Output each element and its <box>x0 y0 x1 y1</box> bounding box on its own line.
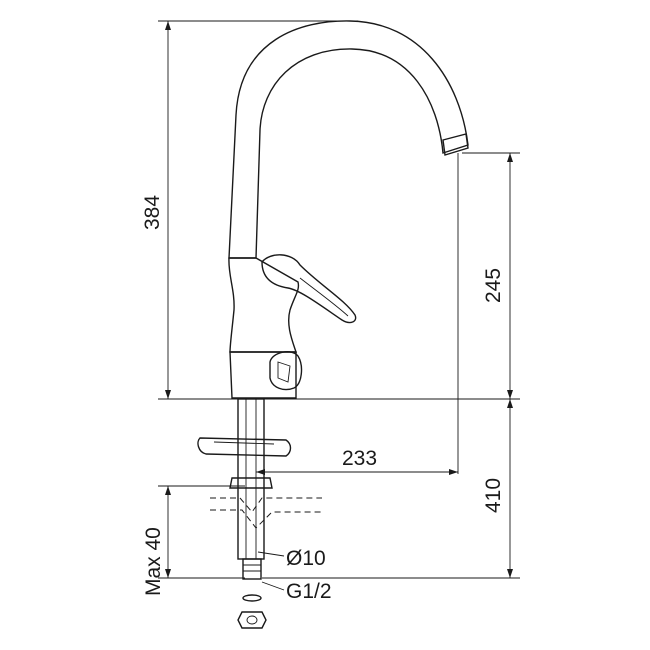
spout-outlet <box>442 133 469 156</box>
faucet-body <box>228 20 469 399</box>
dim-label-245: 245 <box>482 268 505 303</box>
mounting-plate-edge <box>213 441 275 445</box>
diameter-leader <box>257 551 285 557</box>
gooseneck-spout <box>228 20 469 259</box>
dimension-lines <box>158 20 520 591</box>
washer <box>242 594 262 602</box>
dim-label-384: 384 <box>141 195 164 230</box>
dim-label-max40: Max 40 <box>142 527 165 596</box>
counter-underside-dashed-2 <box>210 509 322 529</box>
fixing-nut <box>229 477 273 489</box>
hex-nut <box>237 611 267 629</box>
mounting-shank <box>237 398 265 560</box>
mounting-plate <box>197 437 292 457</box>
dim-label-diameter: Ø10 <box>286 547 326 570</box>
hose-connector <box>242 558 262 580</box>
counter-underside-dashed <box>210 497 322 513</box>
dim-label-410: 410 <box>482 478 505 513</box>
dim-label-thread: G1/2 <box>286 580 332 603</box>
thread-leader <box>261 581 285 591</box>
knob-face <box>277 361 291 383</box>
lever-handle[interactable] <box>261 254 357 324</box>
base-collar <box>229 351 297 399</box>
lever-highlight <box>299 277 349 317</box>
dimension-labels: 384 245 410 Max 40 233 Ø10 G1/2 <box>141 195 505 603</box>
mounting-assembly <box>197 398 322 629</box>
side-knob[interactable] <box>269 351 303 391</box>
dim-label-233: 233 <box>342 447 377 470</box>
hex-nut-bore <box>246 615 258 625</box>
